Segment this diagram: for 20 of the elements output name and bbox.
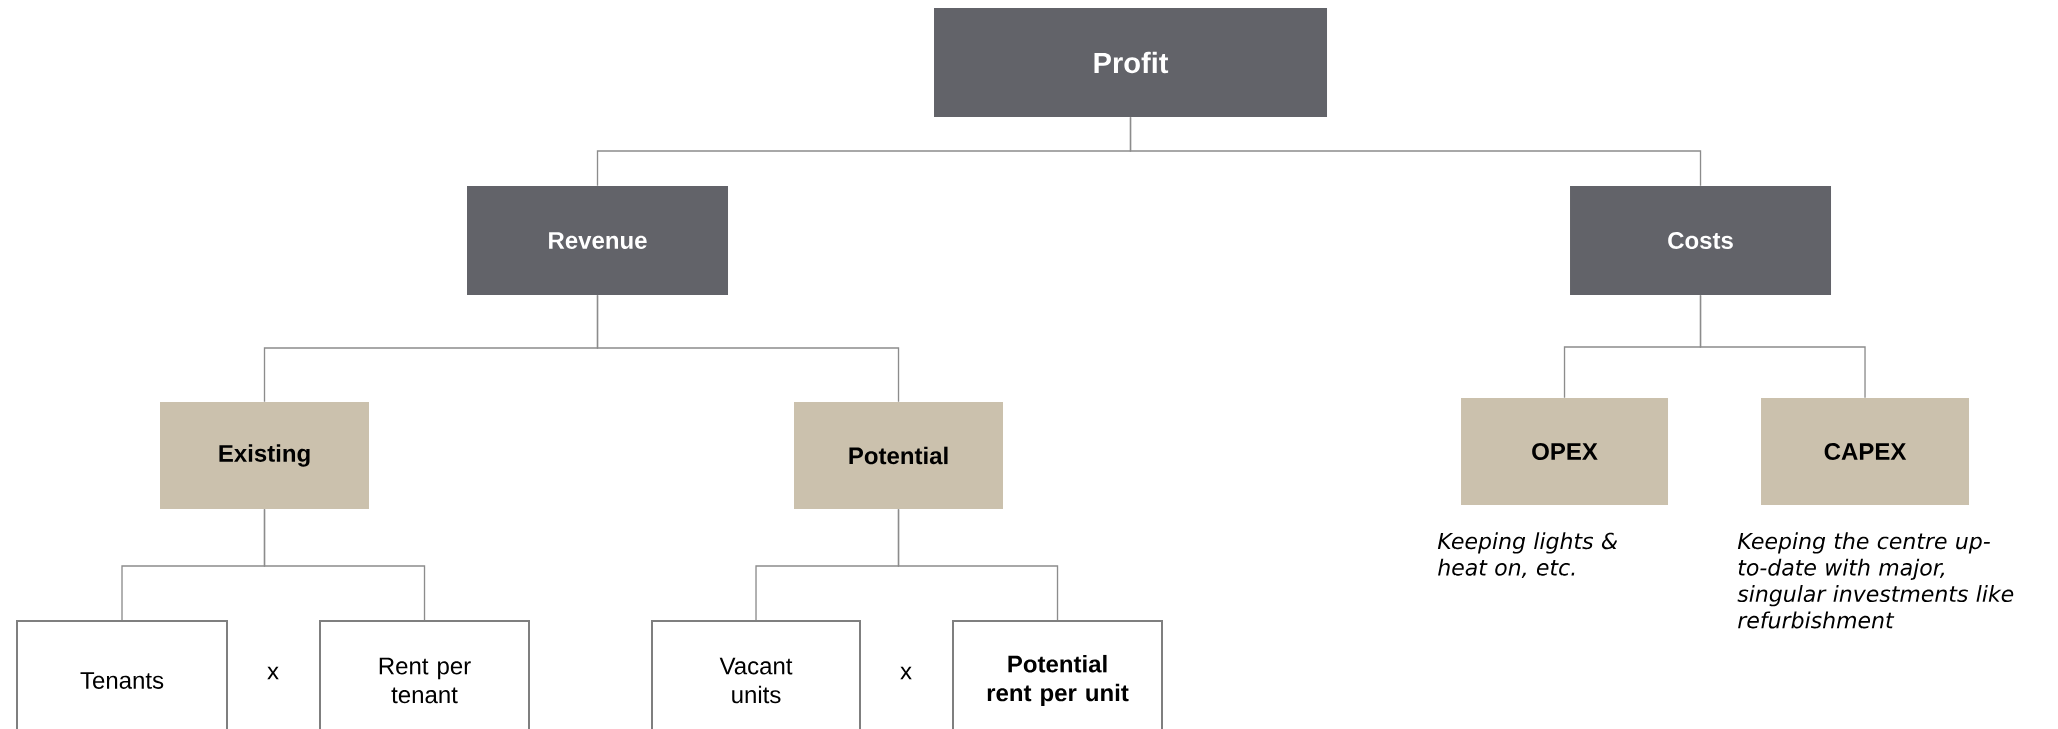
category-box: Existing xyxy=(160,402,369,509)
factor-box: Rent per tenant xyxy=(319,620,530,729)
title-box: Revenue xyxy=(467,186,728,295)
connector xyxy=(596,294,900,403)
title-box: Costs xyxy=(1570,186,1831,295)
multiply-sign: x xyxy=(900,666,912,680)
title-box: Profit xyxy=(934,8,1327,117)
connector xyxy=(897,508,1059,621)
category-box: OPEX xyxy=(1461,398,1668,505)
connector xyxy=(1129,116,1702,187)
factor-box: Potential rent per unit xyxy=(952,620,1163,729)
category-box: Potential xyxy=(794,402,1003,509)
factor-box: Vacant units xyxy=(651,620,861,729)
note-text: Keeping lights & heat on, etc. xyxy=(1437,532,1618,578)
note-text: Keeping the centre up-to-date with major, singular investments like refurbishment xyxy=(1737,532,2014,629)
connector xyxy=(1699,294,1866,399)
multiply-sign: x xyxy=(267,666,279,680)
factor-box: Tenants xyxy=(16,620,228,729)
category-box: CAPEX xyxy=(1761,398,1969,505)
connector xyxy=(263,508,426,621)
